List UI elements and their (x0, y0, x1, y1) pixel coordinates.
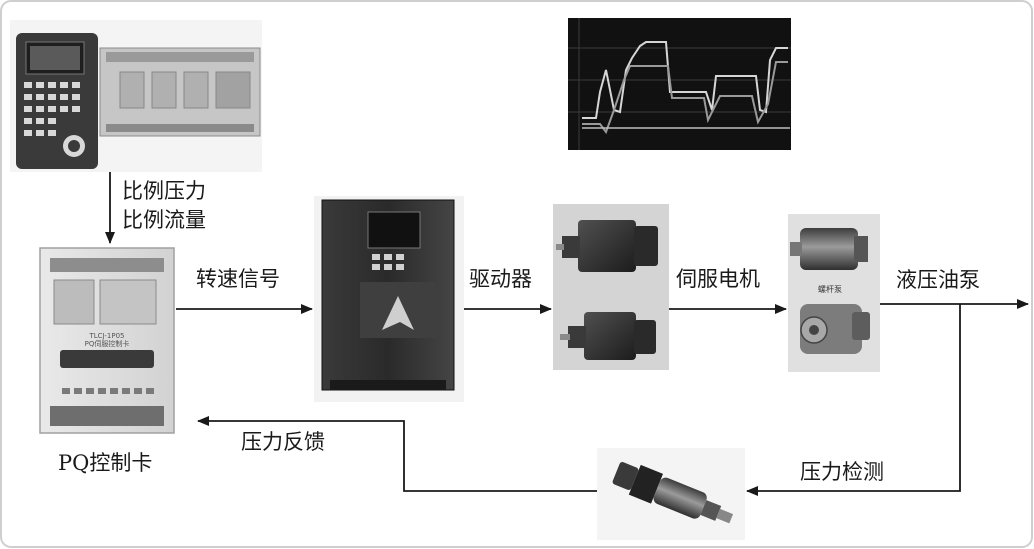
label-pressure-detection: 压力检测 (800, 460, 884, 484)
label-driver: 驱动器 (469, 267, 532, 291)
pq-control-card-image: TLCJ-1P05 PQ伺服控制卡 (39, 247, 175, 434)
hydraulic-pump-image: 螺杆泵 (788, 214, 880, 372)
label-servo-motor: 伺服电机 (676, 267, 760, 291)
label-pq-control-card: PQ控制卡 (58, 451, 153, 475)
servo-motor-image (553, 204, 669, 370)
pq-card-name-text: PQ伺服控制卡 (85, 339, 130, 348)
label-proportional-flow: 比例流量 (122, 208, 206, 232)
label-pressure-feedback: 压力反馈 (241, 430, 325, 454)
servo-drive-image (314, 196, 464, 402)
label-hydraulic-pump: 液压油泵 (896, 268, 980, 292)
oscilloscope-waveform-image (568, 18, 791, 150)
arrow-pressure-detection (746, 304, 961, 496)
pq-card-model-text: TLCJ-1P05 (89, 332, 125, 340)
arrow-pressure-feedback (197, 416, 597, 492)
label-speed-signal: 转速信号 (196, 267, 280, 291)
plc-controller-image (10, 20, 262, 172)
label-proportional-pressure: 比例压力 (122, 179, 206, 203)
pump-tag-text: 螺杆泵 (818, 284, 842, 294)
pressure-sensor-image (597, 448, 745, 540)
